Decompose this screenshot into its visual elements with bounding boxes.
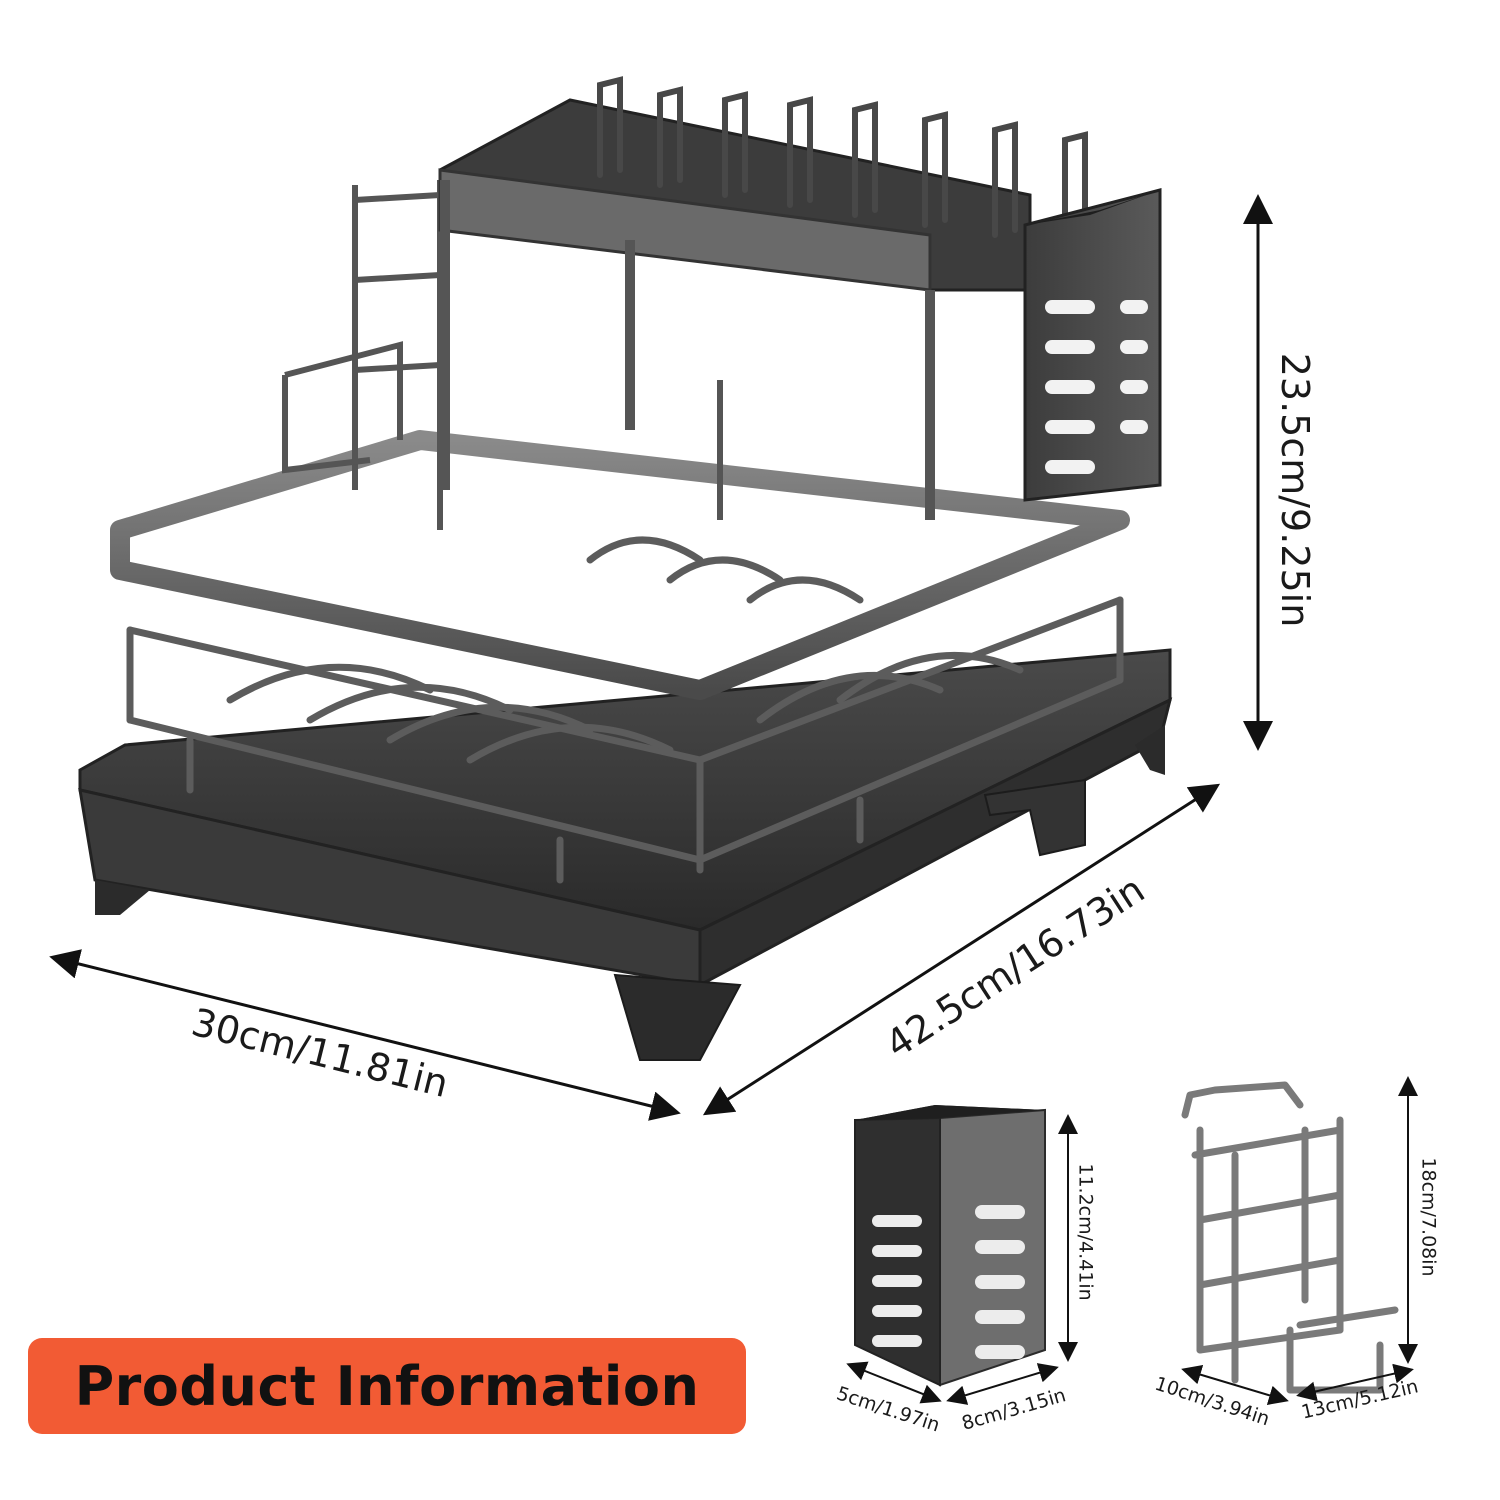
- wire-basket: [126, 536, 1124, 884]
- banner-title: Product Information: [74, 1354, 700, 1418]
- dimension-arrows: [49, 194, 1273, 1121]
- rack-utensil-cup: [1023, 188, 1162, 502]
- side-holder-arrows: [1181, 1076, 1418, 1405]
- utensil-holder-illustration: [854, 1105, 1046, 1387]
- width-arrow: [49, 949, 681, 1121]
- top-shelf: [438, 76, 1088, 520]
- side-holder-height-label: 18cm/7.08in: [1417, 1157, 1440, 1277]
- product-information-banner: Product Information: [28, 1338, 746, 1434]
- depth-arrow: [702, 783, 1221, 1116]
- upper-frame: [110, 430, 1130, 700]
- rack-height-label: 23.5cm/9.25in: [1273, 352, 1317, 628]
- utensil-holder-arrows: [846, 1114, 1078, 1405]
- utensil-holder-height-label: 11.2cm/4.41in: [1074, 1163, 1097, 1301]
- side-holder-illustration: [1181, 1081, 1399, 1394]
